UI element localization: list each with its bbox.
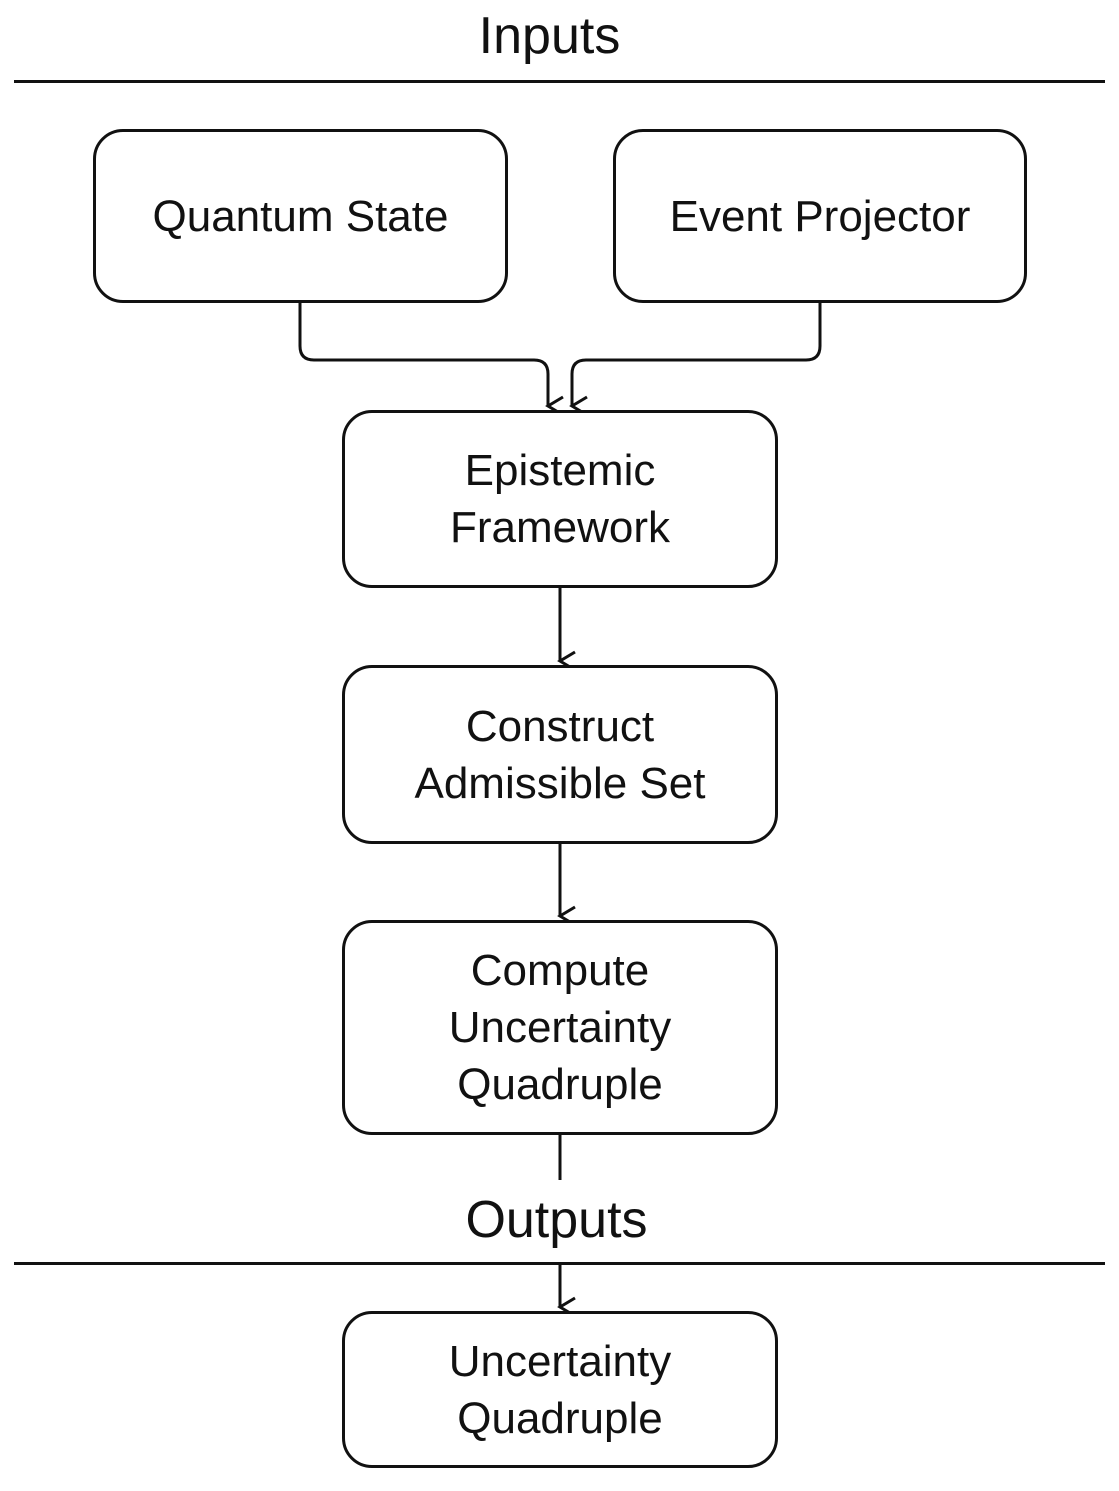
epistemic-framework-node: Epistemic Framework bbox=[342, 410, 778, 588]
inputs-section-title: Inputs bbox=[478, 7, 621, 65]
edge-event-projector-to-epistemic bbox=[569, 303, 822, 417]
quantum-state-node: Quantum State bbox=[93, 129, 508, 303]
outputs-divider bbox=[14, 1262, 1105, 1265]
construct-admissible-set-node: Construct Admissible Set bbox=[342, 665, 778, 844]
outputs-section-title: Outputs bbox=[465, 1191, 648, 1249]
inputs-divider bbox=[14, 80, 1105, 83]
event-projector-node: Event Projector bbox=[613, 129, 1027, 303]
edge-quantum-state-to-epistemic bbox=[298, 303, 564, 417]
uncertainty-quadruple-output-node: Uncertainty Quadruple bbox=[342, 1311, 778, 1468]
compute-uncertainty-quadruple-node: Compute Uncertainty Quadruple bbox=[342, 920, 778, 1135]
